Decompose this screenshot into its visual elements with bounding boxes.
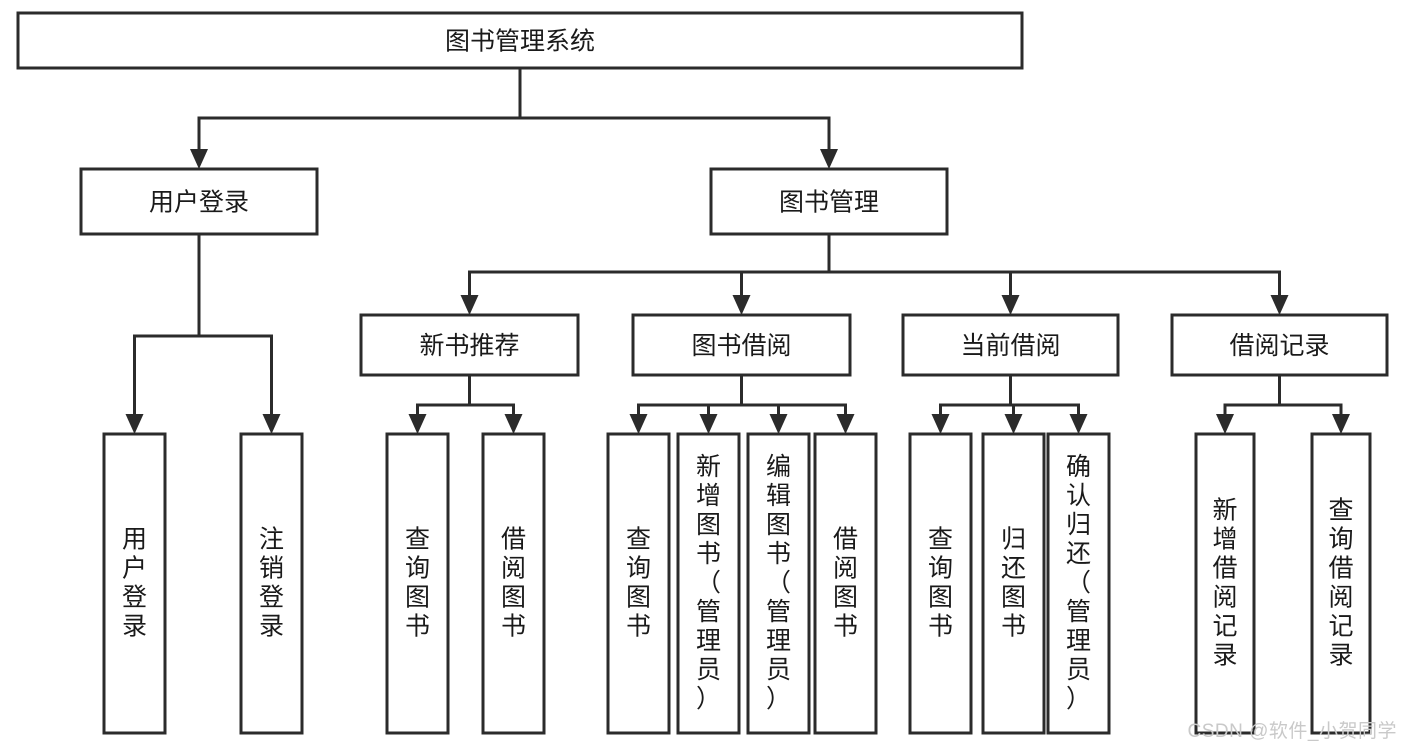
arrow-head <box>732 295 751 315</box>
node-box <box>1194 432 1256 735</box>
arrow-head <box>836 414 855 434</box>
node-leaf-query-book-2[interactable]: 查询图书 <box>606 432 671 735</box>
node-box <box>79 167 319 236</box>
node-leaf-query-book-3[interactable]: 查询图书 <box>908 432 973 735</box>
node-box <box>359 313 580 377</box>
node-book-management[interactable]: 图书管理 <box>709 167 949 236</box>
node-label: 查询图书 <box>928 526 953 641</box>
node-leaf-confirm-return[interactable]: 确认归还（管理员） <box>1046 432 1111 735</box>
node-box <box>606 432 671 735</box>
node-label: 新增借阅记录 <box>1212 497 1237 670</box>
node-label: 新增图书（管理员） <box>696 453 721 713</box>
node-box <box>676 432 741 735</box>
node-box <box>385 432 450 735</box>
node-user-login[interactable]: 用户登录 <box>79 167 319 236</box>
node-label: 注销登录 <box>259 526 284 641</box>
node-leaf-user-login[interactable]: 用户登录 <box>102 432 167 735</box>
node-label: 查询图书 <box>405 526 430 641</box>
node-box <box>813 432 878 735</box>
arrow-head <box>1069 414 1088 434</box>
node-label: 确认归还（管理员） <box>1066 453 1091 713</box>
node-label: 当前借阅 <box>960 332 1060 360</box>
node-box <box>709 167 949 236</box>
node-current-borrow[interactable]: 当前借阅 <box>901 313 1120 377</box>
node-borrow-record[interactable]: 借阅记录 <box>1170 313 1389 377</box>
arrow-head <box>190 149 208 169</box>
node-label: 图书管理系统 <box>445 28 595 56</box>
node-box <box>901 313 1120 377</box>
node-leaf-logout[interactable]: 注销登录 <box>239 432 304 735</box>
node-box <box>16 11 1024 70</box>
node-box <box>1046 432 1111 735</box>
node-label: 图书借阅 <box>691 332 791 360</box>
node-label: 借阅记录 <box>1229 332 1329 360</box>
node-label: 查询图书 <box>626 526 651 641</box>
arrow-head <box>1001 295 1020 315</box>
arrow-head <box>1332 414 1350 434</box>
arrow-head <box>931 414 950 434</box>
node-box <box>908 432 973 735</box>
node-box <box>1170 313 1389 377</box>
arrow-head <box>699 414 718 434</box>
node-label: 归还图书 <box>1001 526 1026 641</box>
node-label: 用户登录 <box>149 189 249 217</box>
node-box <box>239 432 304 735</box>
node-box <box>1310 432 1372 735</box>
node-leaf-query-record[interactable]: 查询借阅记录 <box>1310 432 1372 735</box>
node-box <box>102 432 167 735</box>
node-box <box>981 432 1046 735</box>
node-label: 新书推荐 <box>419 332 519 360</box>
connector-layer <box>125 66 1350 434</box>
node-leaf-query-book-1[interactable]: 查询图书 <box>385 432 450 735</box>
node-leaf-borrow-book-2[interactable]: 借阅图书 <box>813 432 878 735</box>
node-label: 查询借阅记录 <box>1328 497 1353 670</box>
arrow-head <box>769 414 788 434</box>
arrow-head <box>125 414 144 434</box>
node-box <box>631 313 852 377</box>
node-layer: 图书管理系统用户登录用户登录注销登录图书管理新书推荐查询图书借阅图书图书借阅查询… <box>16 11 1389 735</box>
node-label: 图书管理 <box>779 189 879 217</box>
node-box <box>481 432 546 735</box>
arrow-head <box>820 149 838 169</box>
node-label: 借阅图书 <box>501 526 526 641</box>
arrow-head <box>460 295 479 315</box>
node-leaf-borrow-book-1[interactable]: 借阅图书 <box>481 432 546 735</box>
node-label: 借阅图书 <box>833 526 858 641</box>
arrow-head <box>1270 295 1289 315</box>
node-leaf-add-book[interactable]: 新增图书（管理员） <box>676 432 741 735</box>
node-box <box>746 432 811 735</box>
arrow-head <box>262 414 281 434</box>
node-leaf-return-book[interactable]: 归还图书 <box>981 432 1046 735</box>
arrow-head <box>1004 414 1023 434</box>
node-book-borrow[interactable]: 图书借阅 <box>631 313 852 377</box>
node-leaf-edit-book[interactable]: 编辑图书（管理员） <box>746 432 811 735</box>
arrow-head <box>408 414 427 434</box>
arrow-head <box>504 414 523 434</box>
node-label: 编辑图书（管理员） <box>766 453 791 713</box>
node-new-book-recommend[interactable]: 新书推荐 <box>359 313 580 377</box>
arrow-head <box>1216 414 1234 434</box>
node-label: 用户登录 <box>122 526 147 641</box>
node-root[interactable]: 图书管理系统 <box>16 11 1024 70</box>
arrow-head <box>629 414 648 434</box>
node-leaf-add-record[interactable]: 新增借阅记录 <box>1194 432 1256 735</box>
